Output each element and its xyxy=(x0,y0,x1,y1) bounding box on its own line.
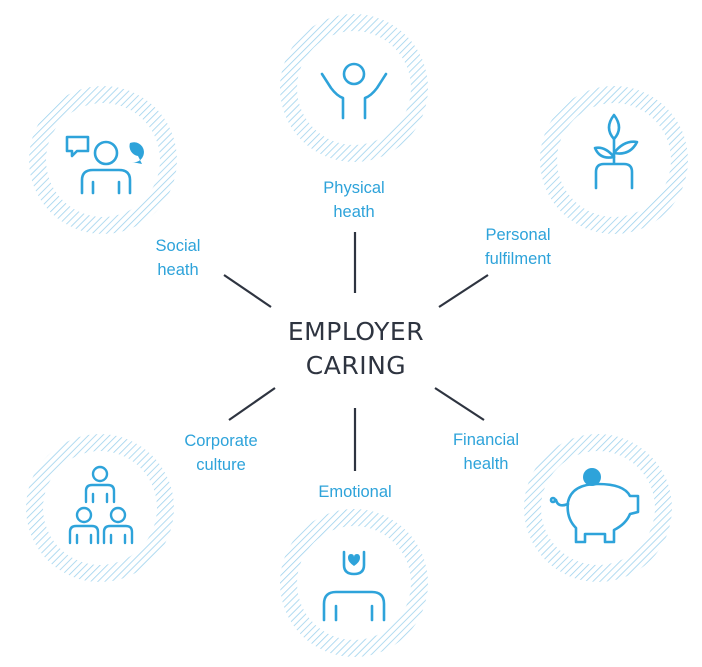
node-disc xyxy=(297,31,411,145)
node-disc xyxy=(541,451,655,565)
label-social-line2: heath xyxy=(157,261,199,279)
label-social-line1: Social xyxy=(155,237,201,255)
label-emotional-line1: Emotional xyxy=(318,483,392,501)
speech-bubble-icon xyxy=(129,142,144,164)
label-personal-line2: fulfilment xyxy=(484,250,552,268)
spoke-social xyxy=(223,274,272,308)
label-corporate-line1: Corporate xyxy=(184,432,258,450)
plant-sprout-icon xyxy=(593,113,639,190)
spoke-financial xyxy=(434,387,485,421)
label-corporate-line2: culture xyxy=(196,456,246,474)
spoke-personal xyxy=(438,274,489,308)
node-emotional xyxy=(280,509,428,657)
center-title-line2: CARING xyxy=(305,351,407,380)
person-arms-up-icon xyxy=(320,62,388,120)
label-financial: Financial health xyxy=(433,428,539,476)
node-corporate xyxy=(26,434,174,582)
label-emotional: Emotional xyxy=(296,480,414,504)
center-title-line1: EMPLOYER xyxy=(287,317,425,346)
label-physical: Physical heath xyxy=(304,176,404,224)
label-physical-line1: Physical xyxy=(323,179,385,197)
person-heart-icon xyxy=(322,550,386,622)
label-personal-line1: Personal xyxy=(485,226,551,244)
label-financial-line1: Financial xyxy=(452,431,520,449)
node-personal-fulfilment xyxy=(540,86,688,234)
label-social: Social heath xyxy=(138,234,218,282)
spokes xyxy=(223,232,489,471)
coin-icon xyxy=(583,468,601,486)
node-disc xyxy=(46,103,160,217)
label-financial-line2: health xyxy=(463,455,509,473)
center-title: EMPLOYER CARING xyxy=(256,315,456,383)
node-financial xyxy=(524,434,672,582)
label-personal: Personal fulfilment xyxy=(462,223,574,271)
node-social xyxy=(29,86,177,234)
node-physical xyxy=(280,14,428,162)
node-disc xyxy=(297,526,411,640)
node-disc xyxy=(43,451,157,565)
heart-icon xyxy=(348,554,360,566)
team-hierarchy-icon xyxy=(68,465,134,545)
label-physical-line2: heath xyxy=(333,203,375,221)
label-corporate: Corporate culture xyxy=(165,429,277,477)
people-chat-icon xyxy=(65,135,132,195)
spoke-corporate xyxy=(228,387,276,421)
